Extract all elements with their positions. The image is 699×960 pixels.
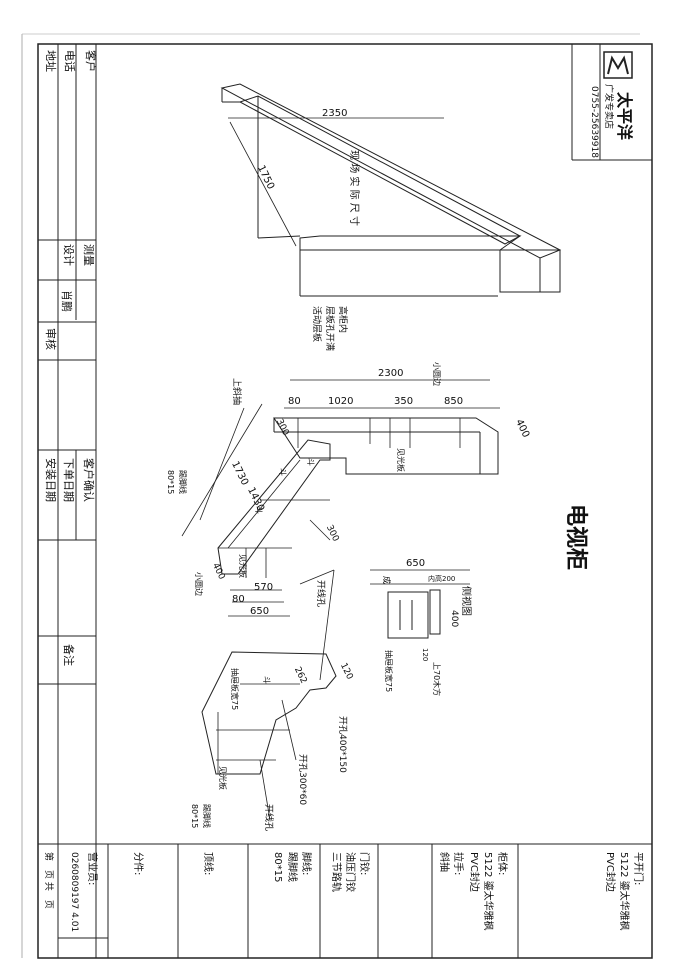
side-200: 内高200 [428, 575, 456, 583]
brand-logo [603, 51, 633, 79]
designer-name: 肖鹏 [60, 290, 73, 312]
body-value: 5122 鎏太华雅枫 [482, 852, 493, 931]
kick-size: 80*15 [272, 852, 283, 883]
dou-4: 斗 [262, 676, 271, 684]
brand-sub: 广发专卖店 [603, 84, 613, 130]
parts-label: 分件: [132, 852, 143, 876]
address-label: 地址 [44, 50, 57, 72]
drawer-track-label: 抽屉板宽75 [230, 668, 239, 711]
dim-850: 850 [444, 396, 464, 407]
hole-400-label: 开孔400*150 [337, 716, 347, 773]
kickboard-2-size: 80*15 [190, 804, 199, 829]
sheet-frame [37, 43, 653, 959]
left-info-table [38, 44, 97, 958]
body-label: 柜体: [496, 852, 507, 876]
rail-value: 三节路轨 [330, 852, 341, 892]
side-note: 抽屉板宽75 [384, 650, 393, 693]
page-title: 电视柜 [563, 504, 588, 571]
right-info-table [38, 44, 652, 958]
see-light-lower-2: 见光板 [218, 766, 227, 790]
dim-1020: 1020 [328, 396, 354, 407]
brand-name: 太平洋 [615, 92, 634, 141]
sketch-width: 2350 [322, 108, 348, 119]
measure-label: 测量 [82, 244, 95, 266]
side-view-title: 侧视图 [460, 586, 471, 616]
handle-label: 拉手: [452, 852, 463, 876]
order-date-label: 下单日期 [62, 458, 75, 502]
design-label: 设计 [62, 244, 75, 266]
kick-value: 踢脚线 [286, 852, 297, 882]
install-date-label: 安装日期 [44, 458, 57, 502]
room-sketch [220, 83, 562, 297]
kickboard-size: 80*15 [166, 470, 175, 495]
side-400: 400 [449, 610, 459, 628]
see-light-upper: 见光板 [396, 448, 405, 472]
sketch-note: 现 场 实 际 尺 寸 [348, 150, 359, 226]
side-top-label: 上70木方 [432, 662, 441, 697]
dim-350: 350 [394, 396, 414, 407]
wire-hole-2: 开线孔 [263, 804, 273, 832]
dim-650: 650 [250, 606, 270, 617]
door-label: 平开门: [632, 852, 643, 886]
tall-note-2: 层板孔开满 [324, 306, 334, 352]
sales-value: 0260809197 4.01 [69, 852, 79, 933]
wire-hole-label: 开线孔 [315, 580, 325, 608]
top-line-label: 顶线: [202, 852, 213, 876]
see-light-lower: 见光板 [238, 554, 247, 578]
dim-570: 570 [254, 582, 274, 593]
door-edge: PVC封边 [604, 852, 615, 892]
small-edge-bottom: 小圆边 [194, 572, 203, 596]
tv-cabinet-upper [217, 417, 499, 578]
body-edge: PVC封边 [468, 852, 479, 892]
side-mark: 成 [382, 576, 391, 584]
handle-value: 斜抽 [438, 852, 449, 872]
upper-drawer-label: 上斜抽 [231, 378, 241, 406]
hinge-value: 油压门铰 [344, 852, 355, 892]
page-info: 第 页 共 页 [43, 852, 53, 909]
dim-80: 80 [288, 396, 301, 407]
remarks-label: 备注 [62, 644, 75, 666]
phone-label: 电话 [63, 50, 76, 72]
side-650: 650 [406, 558, 426, 569]
hole-300-label: 开孔300*60 [297, 754, 307, 806]
review-label: 审核 [44, 328, 57, 350]
customer-label: 客户 [84, 50, 97, 72]
dou-3: 斗 [254, 506, 263, 514]
tall-note-1: 高柜内 [337, 306, 347, 334]
small-edge-top: 小圆边 [432, 362, 441, 386]
kickboard-label: 踢脚线 [178, 470, 187, 494]
dou-1: 斗 [306, 458, 315, 466]
kickboard-2: 踢脚线 [202, 804, 211, 828]
confirm-label: 客户确认 [82, 458, 95, 502]
side-120: 120 [421, 648, 429, 662]
tv-cabinet-lower [201, 651, 337, 775]
kick-label: 脚线: [300, 852, 311, 876]
dimension-lines [181, 379, 500, 821]
dim-80b: 80 [232, 594, 245, 605]
side-view [370, 569, 470, 639]
door-value: 5122 鎏太华雅枫 [618, 852, 629, 931]
tall-note-3: 活动层板 [311, 306, 321, 343]
sales-label: 营业员: [86, 852, 97, 886]
dim-total: 2300 [378, 368, 404, 379]
dou-2: 斗 [278, 468, 287, 476]
hinge-label: 门铰: [358, 852, 369, 876]
brand-phone: 0755-25639918 [589, 86, 599, 158]
